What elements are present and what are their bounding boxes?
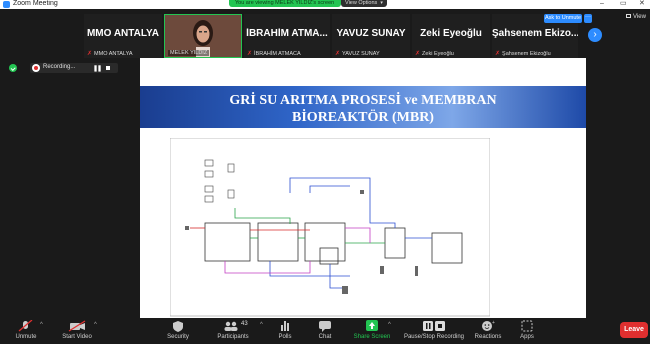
participant-name: Şahsenem Ekizoğlu: [502, 51, 551, 57]
slide-title-line-1: GRİ SU ARITMA PROSESİ ve MEMBRAN: [229, 93, 497, 108]
unmute-button[interactable]: Unmute: [6, 318, 46, 344]
participant-label: ✗İBRAHİM ATMACA: [247, 50, 301, 57]
reactions-label: Reactions: [474, 334, 502, 340]
view-label: View: [633, 14, 646, 20]
participant-name: MMO ANTALYA: [94, 51, 133, 57]
share-options-caret-icon[interactable]: ^: [388, 322, 391, 328]
share-screen-label: Share Screen: [353, 334, 391, 340]
polls-icon: [281, 321, 289, 331]
window-title: Zoom Meeting: [13, 0, 58, 7]
apps-button[interactable]: Apps: [512, 318, 542, 344]
pause-stop-recording-label: Pause/Stop Recording: [403, 334, 465, 340]
restore-button[interactable]: ▭: [620, 0, 627, 7]
participant-tile-active-speaker[interactable]: MELEK YILDIZ: [164, 14, 242, 58]
audio-options-caret-icon[interactable]: ^: [40, 322, 43, 328]
muted-mic-icon: ✗: [87, 51, 93, 57]
apps-label: Apps: [520, 334, 534, 340]
participant-label: ✗Zeki Eyeoğlu: [415, 50, 454, 57]
share-screen-button[interactable]: Share Screen: [350, 318, 394, 344]
participant-tile[interactable]: YAVUZ SUNAY ✗YAVUZ SUNAY: [332, 14, 410, 58]
shared-screen-slide: GRİ SU ARITMA PROSESİ ve MEMBRAN BİOREAK…: [140, 58, 586, 318]
participant-display-name: Şahsenem Ekizo...: [492, 28, 578, 39]
muted-mic-icon: ✗: [415, 51, 421, 57]
participant-strip: MMO ANTALYA ✗MMO ANTALYA MELEK YILDIZ İB…: [84, 14, 612, 58]
chat-label: Chat: [318, 334, 332, 340]
next-participants-arrow-icon[interactable]: ›: [588, 28, 602, 42]
participant-display-name: MMO ANTALYA: [86, 28, 160, 39]
participants-button[interactable]: 43 Participants: [208, 318, 258, 344]
pause-stop-icon: [423, 321, 445, 331]
ask-to-unmute-button[interactable]: Ask to Unmute: [544, 14, 582, 23]
chat-button[interactable]: Chat: [310, 318, 340, 344]
participant-label: ✗Şahsenem Ekizoğlu: [495, 50, 551, 57]
svg-text:+: +: [492, 320, 495, 326]
participant-name: YAVUZ SUNAY: [342, 51, 380, 57]
participant-label: ✗YAVUZ SUNAY: [335, 50, 380, 57]
muted-mic-icon: ✗: [335, 51, 341, 57]
unmute-label: Unmute: [15, 334, 37, 340]
participant-name: MELEK YILDIZ: [170, 50, 208, 56]
leave-button[interactable]: Leave: [620, 322, 648, 338]
polls-button[interactable]: Polls: [270, 318, 300, 344]
recording-indicator: Recording... ❚❚: [30, 63, 118, 73]
start-video-button[interactable]: Start Video: [54, 318, 100, 344]
security-label: Security: [167, 334, 189, 340]
participant-tile[interactable]: MMO ANTALYA ✗MMO ANTALYA: [84, 14, 162, 58]
record-icon: [32, 64, 40, 72]
shield-icon: [173, 321, 183, 332]
slide-title-line-2: BİOREAKTÖR (MBR): [292, 110, 434, 125]
muted-mic-icon: ✗: [247, 51, 253, 57]
participants-options-caret-icon[interactable]: ^: [260, 322, 263, 328]
participant-display-name: YAVUZ SUNAY: [336, 28, 406, 39]
pause-recording-button[interactable]: ❚❚: [93, 66, 102, 72]
participants-icon: [224, 321, 238, 331]
chat-bubble-icon: [319, 321, 331, 332]
participants-label: Participants: [217, 334, 249, 340]
participant-name: Zeki Eyeoğlu: [422, 51, 454, 57]
slide-title-band: [140, 86, 586, 128]
share-screen-arrow-icon: [366, 320, 378, 331]
recording-label: Recording...: [43, 64, 76, 70]
close-button[interactable]: ✕: [639, 0, 645, 7]
participant-name: İBRAHİM ATMACA: [254, 51, 301, 57]
more-options-button[interactable]: ···: [584, 14, 592, 23]
stop-recording-button[interactable]: [106, 66, 110, 70]
pause-stop-recording-button[interactable]: Pause/Stop Recording: [398, 318, 470, 344]
viewing-screen-banner: You are viewing MELEK YILDIZ's screen: [229, 0, 341, 7]
video-options-caret-icon[interactable]: ^: [94, 322, 97, 328]
participant-tile[interactable]: Zeki Eyeoğlu ✗Zeki Eyeoğlu: [412, 14, 490, 58]
grid-view-icon: [626, 14, 631, 19]
participant-display-name: İBRAHİM ATMA...: [246, 28, 328, 39]
zoom-app-icon: [3, 1, 10, 8]
participant-tile[interactable]: İBRAHİM ATMA... ✗İBRAHİM ATMACA: [244, 14, 330, 58]
participant-display-name: Zeki Eyeoğlu: [420, 28, 482, 39]
muted-microphone-icon: [18, 320, 33, 332]
process-flow-diagram: [170, 138, 490, 317]
chevron-down-icon: ▾: [380, 0, 383, 6]
smiley-plus-icon: +: [482, 320, 495, 331]
polls-label: Polls: [278, 334, 292, 340]
meeting-toolbar: Unmute ^ Start Video ^ Security 43 Parti…: [0, 318, 650, 344]
participants-count: 43: [241, 321, 248, 327]
participant-label: ✗MMO ANTALYA: [87, 50, 133, 57]
view-options-label: View Options: [345, 0, 378, 6]
reactions-button[interactable]: + Reactions: [470, 318, 506, 344]
start-video-label: Start Video: [62, 334, 92, 340]
video-off-icon: [68, 320, 86, 332]
view-button[interactable]: View: [626, 14, 646, 20]
security-shield-icon: [9, 64, 17, 72]
security-button[interactable]: Security: [158, 318, 198, 344]
participant-video-feed: [187, 17, 219, 57]
minimize-button[interactable]: –: [600, 0, 604, 7]
muted-mic-icon: ✗: [495, 51, 501, 57]
apps-icon: [521, 320, 533, 332]
view-options-button[interactable]: View Options▾: [341, 0, 387, 7]
participant-label: MELEK YILDIZ: [168, 50, 210, 56]
